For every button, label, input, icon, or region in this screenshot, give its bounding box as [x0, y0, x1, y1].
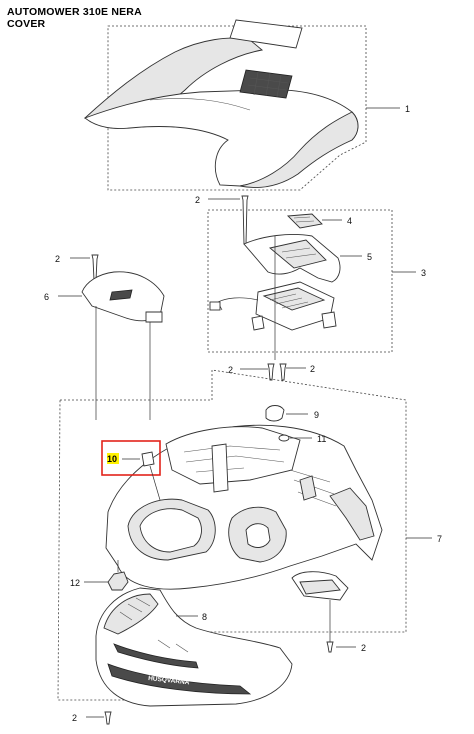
- diagram-section-title: COVER: [7, 18, 46, 30]
- screw-lower-left: [267, 363, 275, 381]
- part-11-plug: [278, 434, 290, 442]
- screw-rear: [326, 641, 334, 653]
- callout-6: 6: [44, 292, 49, 302]
- bumper-brand-strip: [107, 663, 252, 695]
- body-center-post: [211, 443, 229, 493]
- screw-lid: [91, 254, 99, 281]
- callout-8: 8: [202, 612, 207, 622]
- screw-lower-right: [279, 363, 287, 381]
- bumper-brand-logo: HUSQVARNA: [148, 675, 190, 686]
- part-1-top-hood: 1: [83, 19, 410, 191]
- bumper-ribs: [119, 597, 189, 653]
- callout-2-lower-right-screw: 2: [310, 364, 315, 374]
- harness-connector: [209, 301, 221, 311]
- bumper-upper-strip: [113, 643, 199, 669]
- body-latch: [299, 475, 317, 501]
- screw-bumper: [104, 711, 112, 725]
- hood-crease: [149, 98, 251, 111]
- part-10-label-highlight: [107, 453, 119, 464]
- part-12-nut: [107, 571, 129, 591]
- screws-below-box: 2 2: [228, 363, 315, 381]
- body-rear-fin: [329, 487, 375, 541]
- diagram-model-title: AUTOMOWER 310E NERA: [7, 6, 142, 18]
- body-top-deck: [165, 426, 301, 485]
- callout-4: 4: [347, 216, 352, 226]
- part-6-lid-tab: [145, 311, 163, 323]
- hood-display-frame: [229, 19, 303, 49]
- callout-5: 5: [367, 252, 372, 262]
- part-4-display-cap: [286, 213, 323, 229]
- part-10-grommet: [141, 451, 155, 467]
- body-wheel-hub: [245, 523, 271, 548]
- callout-7: 7: [437, 534, 442, 544]
- part-10-highlight-box: [101, 440, 161, 476]
- screw-top: [241, 195, 249, 245]
- callout-3: 3: [421, 268, 426, 278]
- part-3-display-assembly: 3 2 4 5: [195, 195, 426, 360]
- hood-right-flank: [239, 111, 359, 188]
- callout-2-lid-screw: 2: [55, 254, 60, 264]
- hood-dashed-outline: [107, 25, 367, 191]
- mount-tab-left: [251, 315, 265, 331]
- callout-12: 12: [70, 578, 80, 588]
- control-board-face: [262, 287, 326, 311]
- part-7-main-body: 7 9 11 10 12: [57, 369, 442, 701]
- part-5-inner-panel: [269, 239, 327, 269]
- bumper-top-surface: [103, 593, 159, 635]
- callout-9: 9: [314, 410, 319, 420]
- callout-2-lower-left-screw: 2: [228, 365, 233, 375]
- mount-tab-right: [321, 311, 337, 329]
- part-6-hatch-lid: 2 6: [44, 254, 165, 420]
- hood-keypad: [239, 69, 293, 99]
- rear-bumper-face: [299, 579, 341, 595]
- control-board-lines: [269, 293, 309, 309]
- wire-harness: [213, 297, 259, 311]
- part-6-lid-logo: [109, 289, 133, 301]
- callout-2-bumper-screw: 2: [72, 713, 77, 723]
- callout-11: 11: [317, 434, 326, 444]
- part-7-dashed-outline: [57, 369, 407, 701]
- part-9-clip: [265, 405, 285, 422]
- callout-2-top-screw: 2: [195, 195, 200, 205]
- callout-1: 1: [405, 104, 410, 114]
- callout-2-rear-screw: 2: [361, 643, 366, 653]
- callout-10: 10: [107, 454, 117, 464]
- body-cutout-inner: [139, 508, 202, 553]
- part-3-dashed-group: [207, 209, 393, 353]
- part-8-front-bumper: HUSQVARNA 8 2: [72, 587, 293, 725]
- hood-keypad-grid: [247, 71, 289, 98]
